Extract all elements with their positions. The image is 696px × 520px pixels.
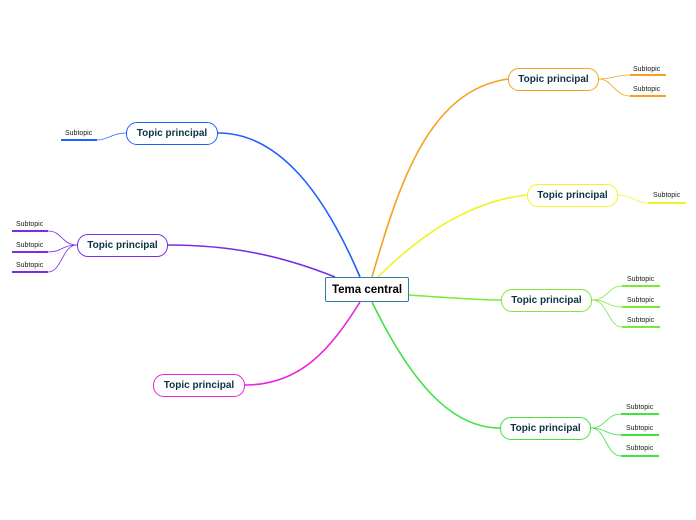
branch-connector: [167, 244, 336, 278]
subtopic-label[interactable]: Subtopic: [627, 297, 655, 304]
subtopic-connector: [96, 132, 127, 141]
subtopic-connector: [47, 244, 78, 273]
topic-label: Topic principal: [537, 190, 608, 201]
central-topic[interactable]: Tema central: [325, 277, 409, 302]
branch-connector: [217, 132, 361, 278]
branch-connector: [244, 301, 361, 386]
branch-connector: [377, 194, 528, 278]
topic-label: Topic principal: [163, 380, 235, 391]
topic-label: Topic principal: [510, 423, 581, 434]
subtopic-label[interactable]: Subtopic: [626, 445, 654, 452]
topic-node[interactable]: Topic principal: [508, 68, 599, 91]
subtopic-label[interactable]: Subtopic: [626, 425, 654, 432]
topic-node[interactable]: Topic principal: [501, 289, 592, 312]
subtopic-connector: [590, 427, 622, 457]
subtopic-connector: [591, 285, 623, 301]
topic-node[interactable]: Topic principal: [77, 234, 168, 257]
branch-connector: [371, 78, 509, 278]
subtopic-label[interactable]: Subtopic: [627, 276, 655, 283]
subtopic-connector: [598, 74, 631, 80]
central-topic-label: Tema central: [331, 283, 403, 296]
topic-label: Topic principal: [136, 128, 208, 139]
topic-node[interactable]: Topic principal: [527, 184, 618, 207]
topic-node[interactable]: Topic principal: [126, 122, 218, 145]
branch-connector: [371, 301, 501, 429]
topic-label: Topic principal: [87, 240, 158, 251]
subtopic-label[interactable]: Subtopic: [627, 317, 655, 324]
subtopic-label[interactable]: Subtopic: [626, 404, 654, 411]
subtopic-label[interactable]: Subtopic: [633, 66, 661, 73]
topic-node[interactable]: Topic principal: [500, 417, 591, 440]
subtopic-label[interactable]: Subtopic: [633, 86, 661, 93]
subtopic-label[interactable]: Subtopic: [653, 192, 681, 199]
subtopic-connector: [591, 299, 623, 328]
topic-node[interactable]: Topic principal: [153, 374, 245, 397]
subtopic-label[interactable]: Subtopic: [16, 262, 44, 269]
subtopic-connector: [617, 194, 649, 204]
subtopic-connector: [47, 230, 78, 246]
subtopic-connector: [598, 78, 631, 97]
topic-label: Topic principal: [511, 295, 582, 306]
subtopic-label[interactable]: Subtopic: [65, 130, 93, 137]
subtopic-label[interactable]: Subtopic: [16, 242, 44, 249]
branch-connector: [408, 294, 502, 301]
subtopic-connector: [590, 413, 622, 429]
topic-label: Topic principal: [518, 74, 589, 85]
subtopic-label[interactable]: Subtopic: [16, 221, 44, 228]
